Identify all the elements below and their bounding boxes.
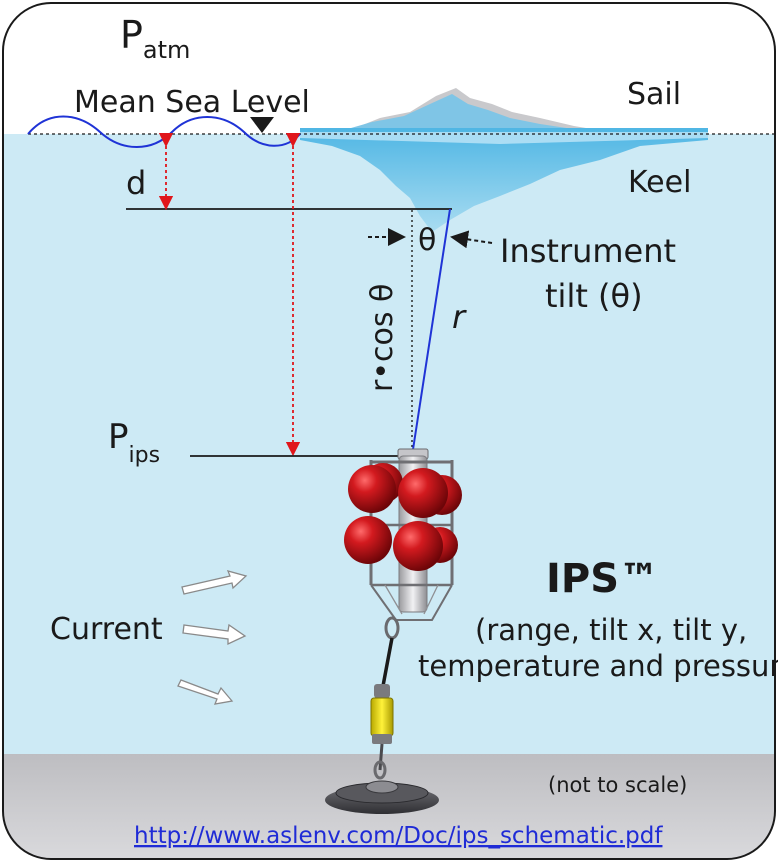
current-arrow-2	[182, 623, 247, 646]
ips-cage	[370, 584, 453, 621]
anchor-shackle	[373, 760, 387, 780]
acoustic-release-top	[374, 684, 390, 698]
ips-title: IPS™	[546, 556, 659, 602]
mooring-cable-lower	[378, 743, 384, 771]
schematic-url-link[interactable]: http://www.aslenv.com/Doc/ips_schematic.…	[134, 823, 663, 849]
current-arrow-3	[177, 679, 234, 705]
ips-cage-inner	[384, 584, 439, 615]
ips-description-line1: (range, tilt x, tilt y,	[475, 613, 747, 647]
current-arrow-1	[181, 570, 248, 595]
ice-keel-highlight	[300, 132, 708, 144]
p-atm-label: Patm	[120, 13, 190, 64]
current-arrows	[177, 570, 248, 705]
mean-sea-level-label: Mean Sea Level	[74, 85, 310, 120]
ice-sail	[330, 94, 612, 134]
range-r-label: r	[452, 298, 467, 336]
float-front-left-bottom	[344, 516, 392, 564]
float-front-right-top	[398, 468, 448, 518]
instrument-tilt-label-line2: tilt (θ)	[545, 277, 643, 315]
ice-keel	[300, 128, 708, 232]
theta-label: θ	[418, 223, 436, 258]
draft-d-label: d	[126, 164, 146, 202]
ips-instrument	[325, 448, 462, 814]
not-to-scale-label: (not to scale)	[548, 773, 687, 797]
instrument-tilt-label-line1: Instrument	[500, 232, 676, 270]
keel-label: Keel	[628, 165, 691, 200]
range-r-line	[411, 208, 451, 457]
anchor-hub	[365, 780, 399, 794]
p-ips-label: Pips	[108, 417, 160, 468]
ice-ridge	[300, 88, 708, 232]
float-front-left-top	[348, 465, 396, 513]
ips-description-line2: temperature and pressure)	[418, 649, 778, 683]
float-front-right-bottom	[393, 521, 443, 571]
mean-sea-level-marker	[250, 117, 274, 133]
mooring-cable-upper	[381, 637, 394, 687]
sea-surface-wave	[27, 115, 301, 148]
current-label: Current	[50, 612, 163, 647]
acoustic-release-bottom	[372, 734, 392, 744]
sail-label: Sail	[627, 77, 681, 112]
r-cos-theta-label: r•cos θ	[365, 284, 400, 392]
acoustic-release	[370, 697, 394, 737]
